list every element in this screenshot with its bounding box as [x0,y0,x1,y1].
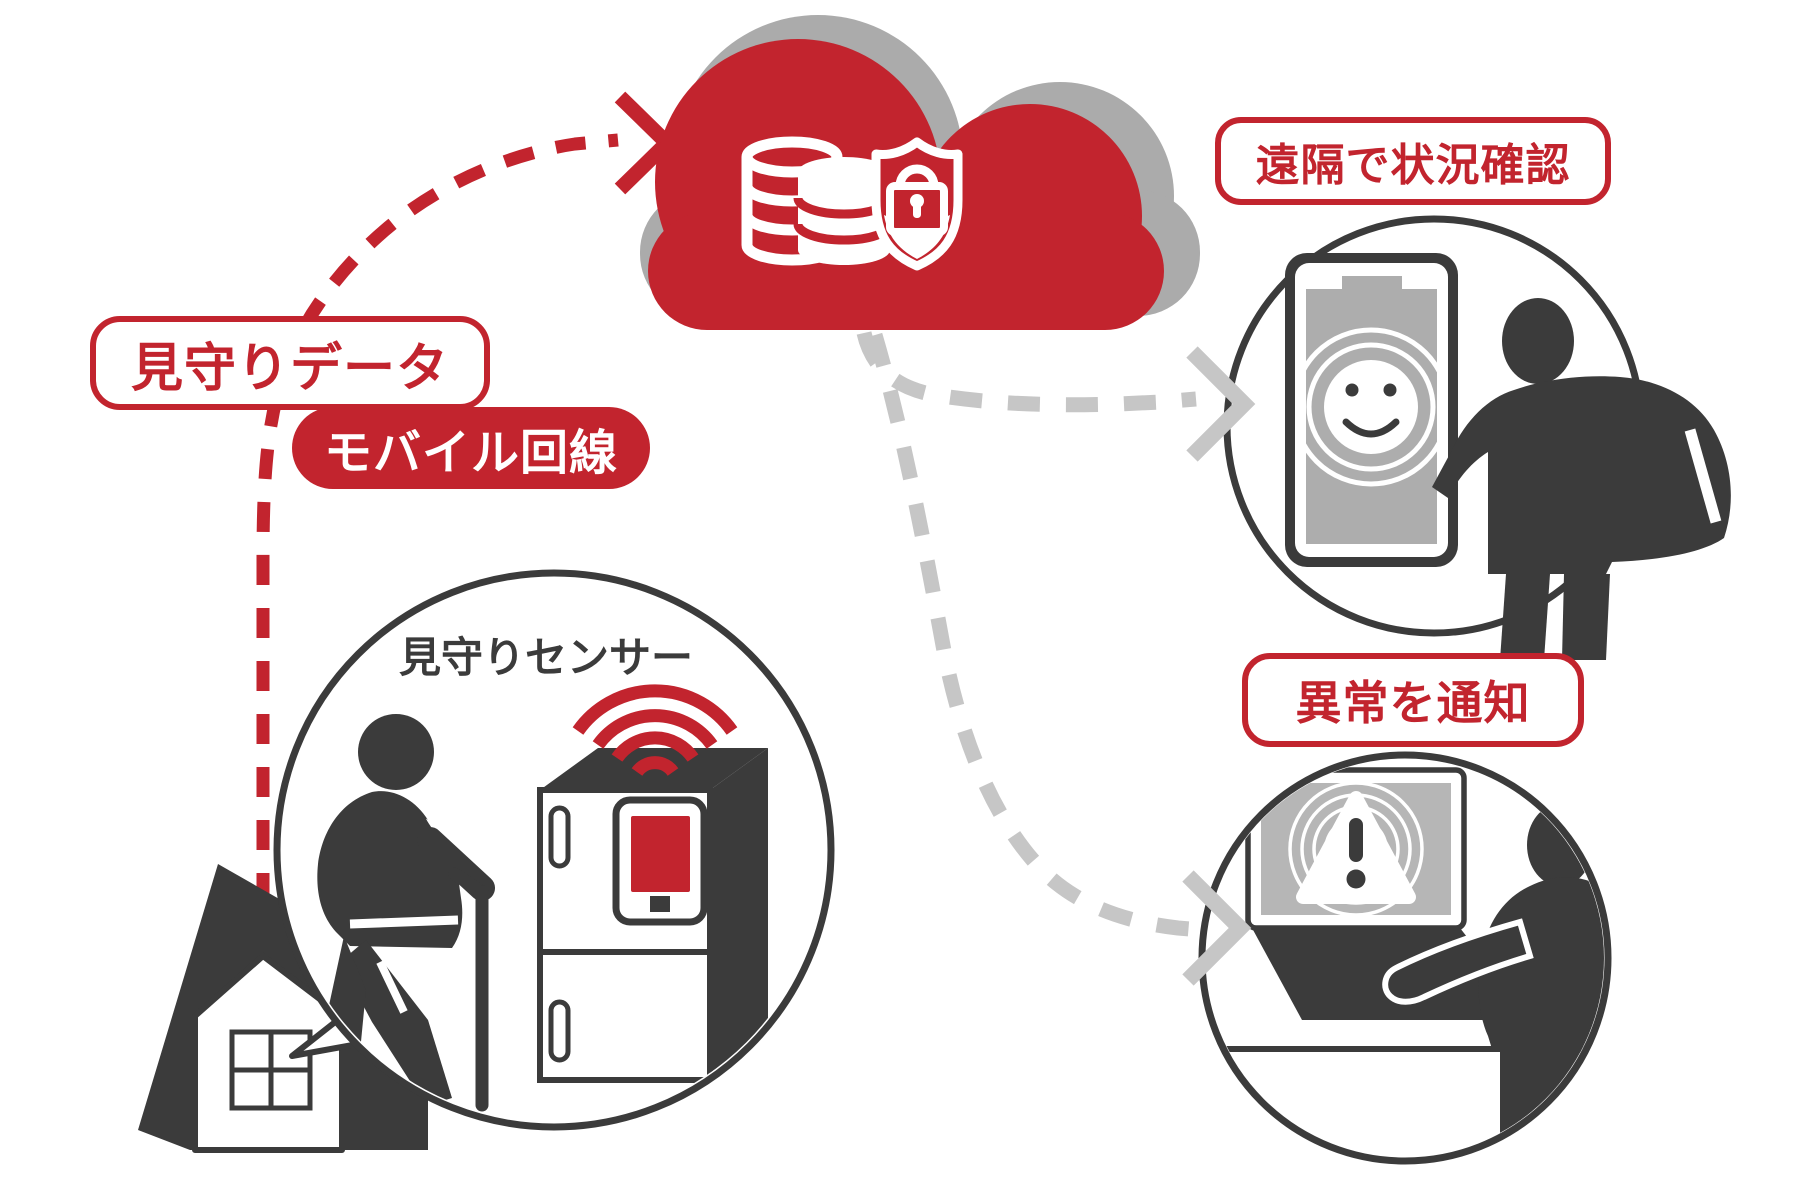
house-icon [138,864,428,1153]
gray-dashed-path-remote [856,331,1197,413]
fridge-handle-bottom [548,999,571,1063]
person-arm-line [1684,428,1722,524]
notify-scene [1198,751,1612,1165]
sensor-button [650,896,670,912]
fridge-handle-top [548,805,571,869]
fridge-side [710,748,768,1080]
person-leg-line [376,960,408,1014]
smartphone-icon [1285,253,1458,567]
shield-lock-icon [871,137,963,271]
person-head [358,714,434,790]
gray-dashed-arrow-notify [867,332,1252,986]
sensor-device-icon [612,796,708,926]
smiley-eye-left [1345,383,1359,397]
lock-shackle [895,164,939,192]
person-front-leg [1500,574,1550,660]
phone-notch-right [1402,276,1437,289]
phone-notch-left [1306,276,1342,289]
sensor-scene [273,569,835,1131]
person-front-leg [340,940,452,1106]
exclamation-bar [1349,818,1363,862]
cloud-icon [640,15,1200,330]
monitoring-sensor-title: 見守りセンサー [398,634,693,681]
person-icon [1432,298,1731,660]
exclamation-dot [1346,869,1366,889]
person-lap [1500,1049,1604,1157]
remote-status-check-label: 遠隔で状況確認 [1215,117,1611,205]
mobile-line-label: モバイル回線 [292,407,650,489]
lock-keyhole-stem [913,201,921,218]
person-hip-line [349,915,459,929]
gray-dashed-arrow-remote [856,331,1256,462]
red-dashed-path [256,133,619,903]
person-head [1502,298,1574,384]
person-torso [1432,376,1731,574]
monitoring-data-label: 見守りデータ [90,316,490,410]
gray-arrowhead-remote-icon [1186,346,1256,462]
sensor-screen [631,816,690,892]
person-back-leg [1562,574,1610,660]
cane-icon [448,867,489,1112]
wifi-signal-icon [572,684,738,777]
warning-triangle-icon [1288,783,1424,915]
person-arm [1382,918,1534,1005]
smiley-face-icon [1306,327,1437,487]
gray-dashed-path-notify [867,332,1191,937]
smiley-mouth [1342,418,1400,438]
floor-line [706,1075,826,1122]
house-window [229,1029,313,1111]
smiley-eye-right [1383,383,1397,397]
gray-arrowhead-notify-icon [1182,870,1252,986]
elderly-person-cane-icon [317,714,495,1112]
remote-scene [1223,215,1731,660]
person-head [1527,804,1593,886]
anomaly-notification-label: 異常を通知 [1242,653,1584,747]
